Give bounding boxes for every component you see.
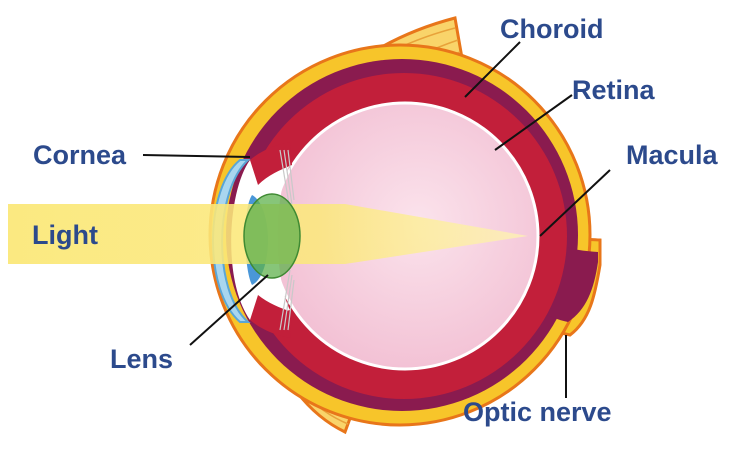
label-macula: Macula (626, 140, 719, 170)
zonule-fibers (279, 149, 295, 331)
label-retina: Retina (572, 75, 656, 105)
label-cornea: Cornea (33, 140, 127, 170)
label-light: Light (32, 220, 98, 250)
ciliary-upper (250, 142, 292, 185)
lens-shape (243, 193, 301, 279)
pointer-lens (189, 274, 269, 346)
label-optic-nerve: Optic nerve (463, 397, 612, 427)
pointer-cornea (142, 154, 251, 158)
pointer-retina (494, 94, 573, 151)
label-choroid: Choroid (500, 14, 603, 44)
pointer-macula (539, 169, 611, 237)
pointer-choroid (464, 41, 521, 98)
pointer-lines (142, 41, 611, 398)
ciliary-lower (250, 295, 292, 338)
label-lens: Lens (110, 344, 173, 374)
